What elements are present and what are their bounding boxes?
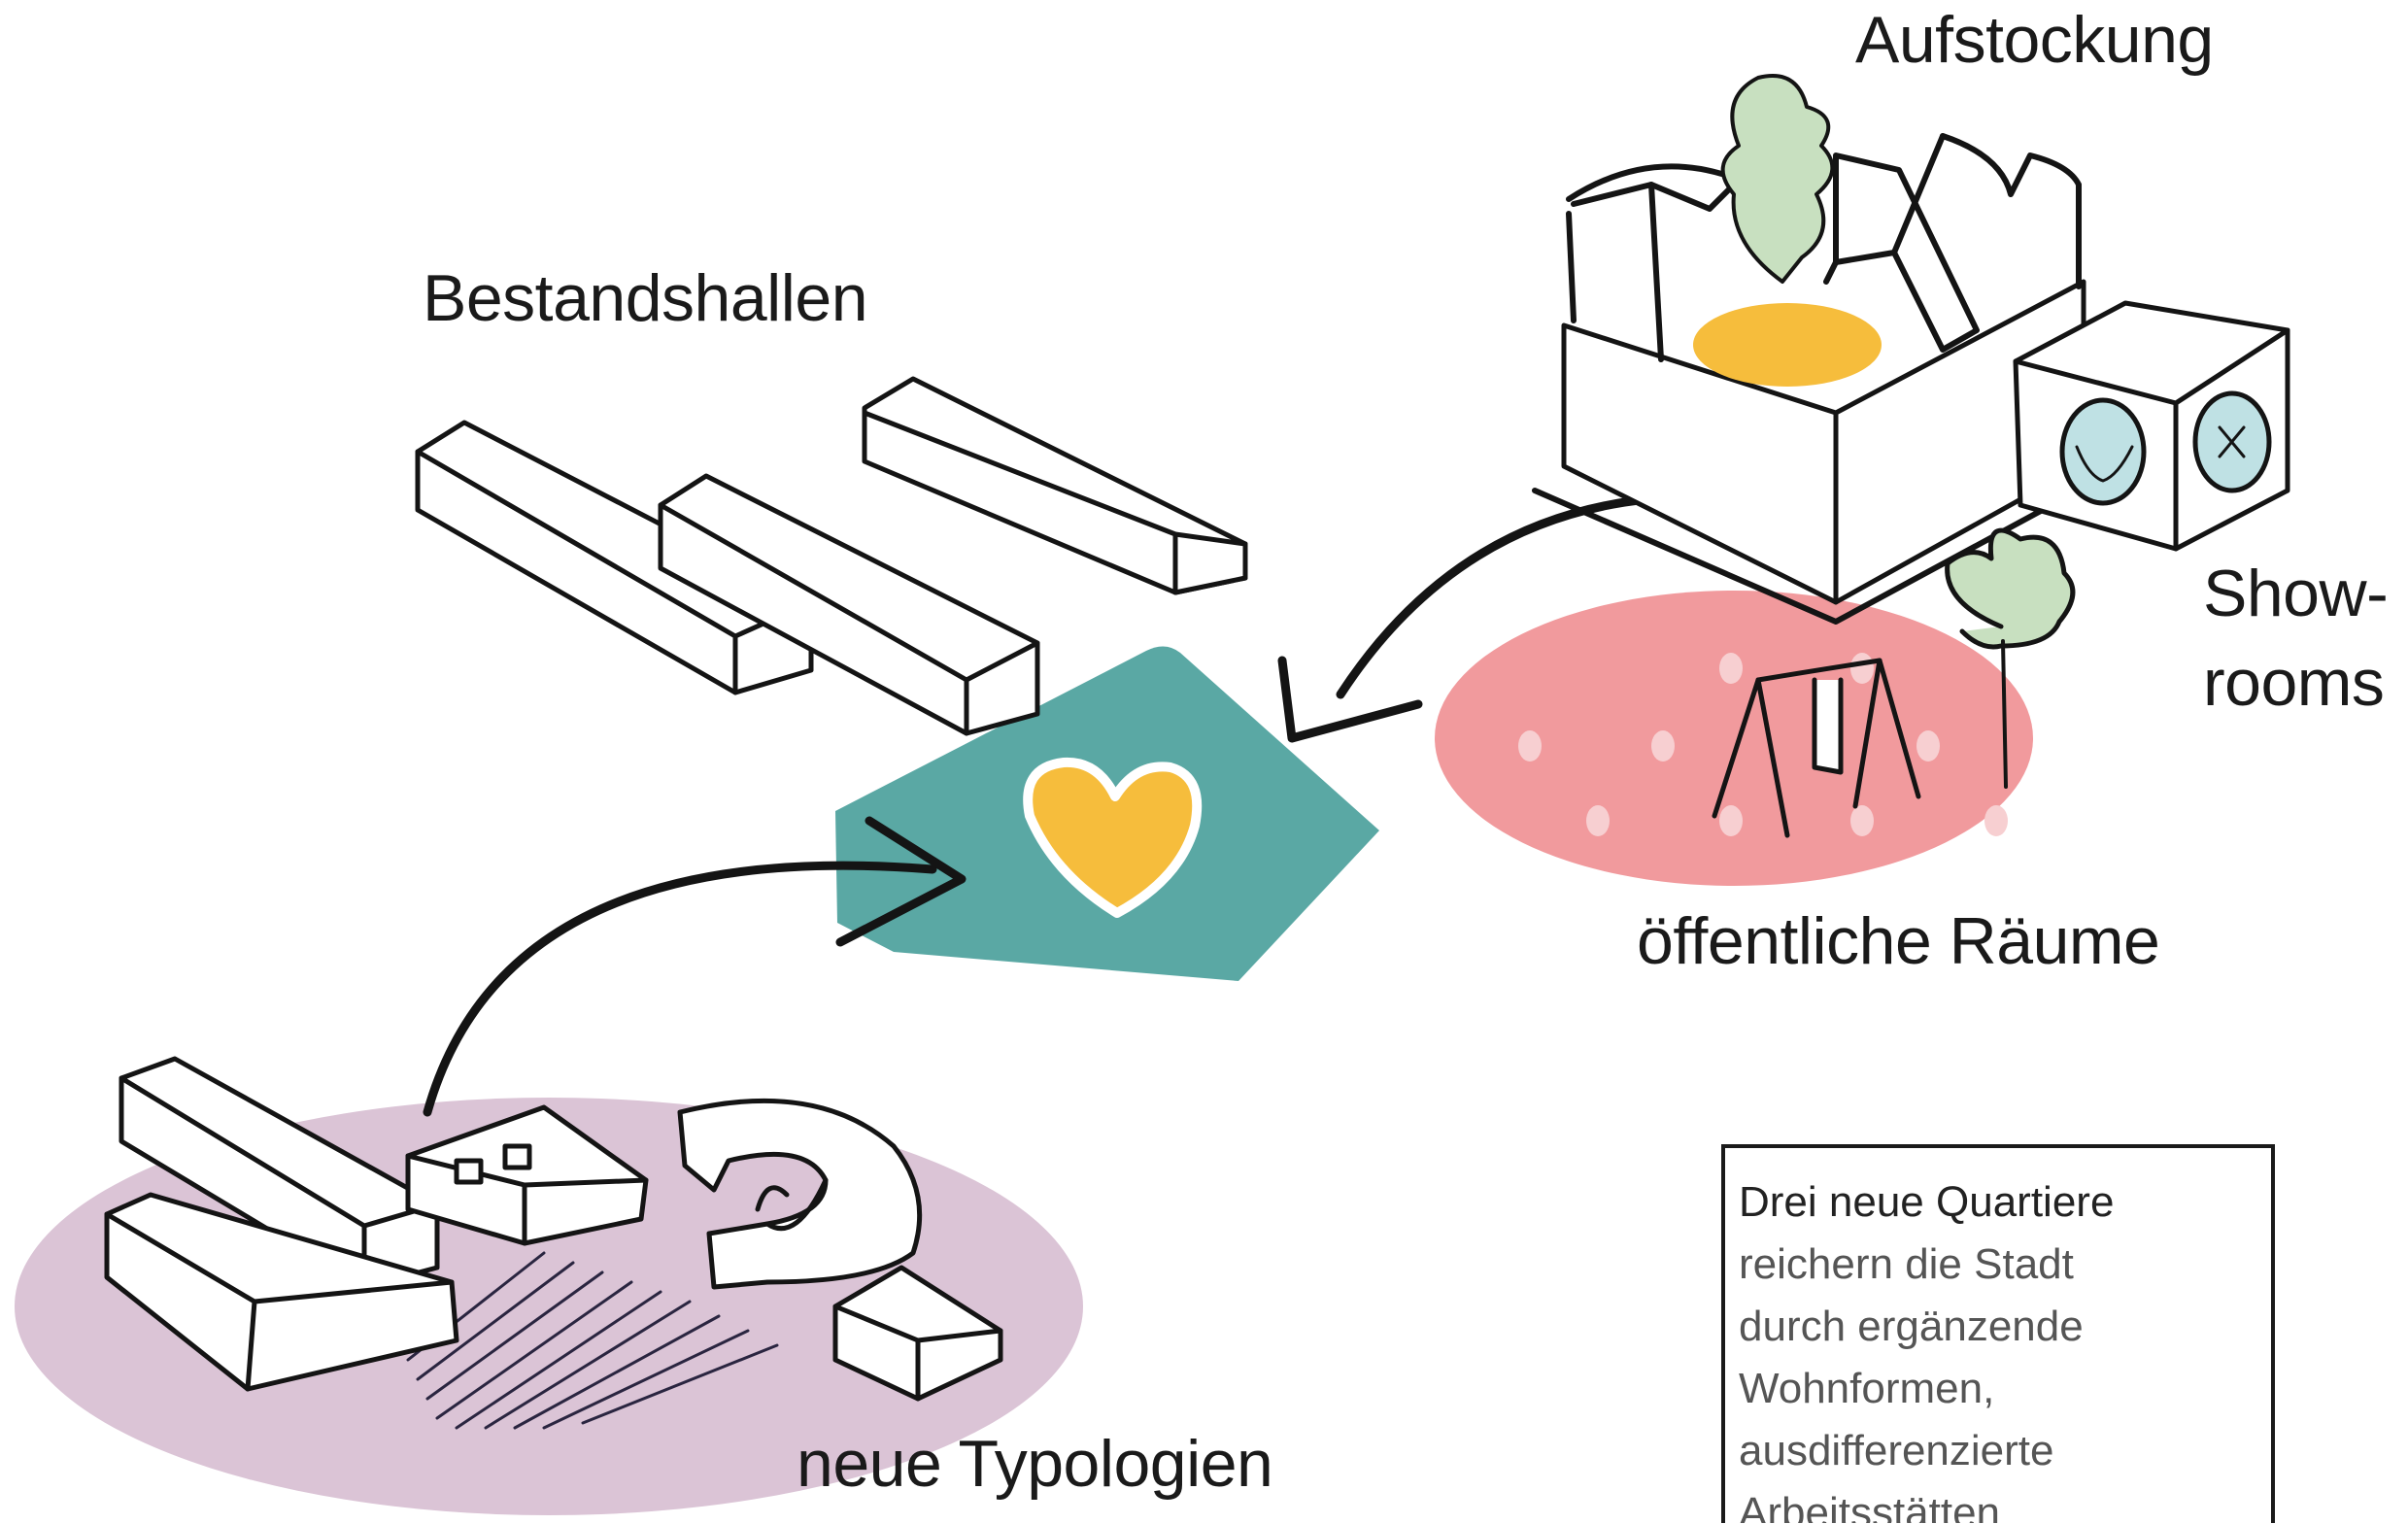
park-tree-icon (1945, 527, 2076, 650)
glasses-icon (2059, 397, 2147, 506)
label-rooftop-extension: Aufstockung (1855, 3, 2214, 77)
hatched-area (406, 1251, 779, 1430)
label-public-spaces: öffentliche Räume (1637, 904, 2160, 978)
public-space-ground (1435, 591, 2033, 886)
heart-icon (1023, 757, 1203, 918)
tree-icon (1720, 74, 1835, 284)
label-showrooms: Show- rooms (2203, 549, 2408, 728)
label-new-typologies: neue Typologien (797, 1427, 1273, 1501)
arrow-from-typologies (423, 861, 937, 1117)
arrow-from-public-head (1277, 656, 1423, 743)
info-box: Drei neue Quartiere reichern die Stadt d… (1721, 1144, 2275, 1523)
info-box-body: reichern die Stadt durch ergänzende Wohn… (1739, 1240, 2084, 1523)
info-box-heading: Drei neue Quartiere (1739, 1178, 2115, 1226)
label-showrooms-line1: Show- (2203, 557, 2389, 630)
label-showrooms-line2: rooms (2203, 646, 2385, 720)
rooftop-plaza (1693, 303, 1882, 387)
label-existing-halls: Bestandshallen (423, 261, 868, 335)
swing-icon (1712, 658, 1921, 838)
existing-halls (415, 376, 1248, 736)
arrow-from-typologies-head (835, 816, 967, 947)
new-typologies-blocks (104, 1056, 1003, 1402)
pink-dots (1518, 653, 2008, 836)
rooftop-extension-building (1532, 74, 2086, 625)
showroom-cube (2013, 300, 2290, 552)
